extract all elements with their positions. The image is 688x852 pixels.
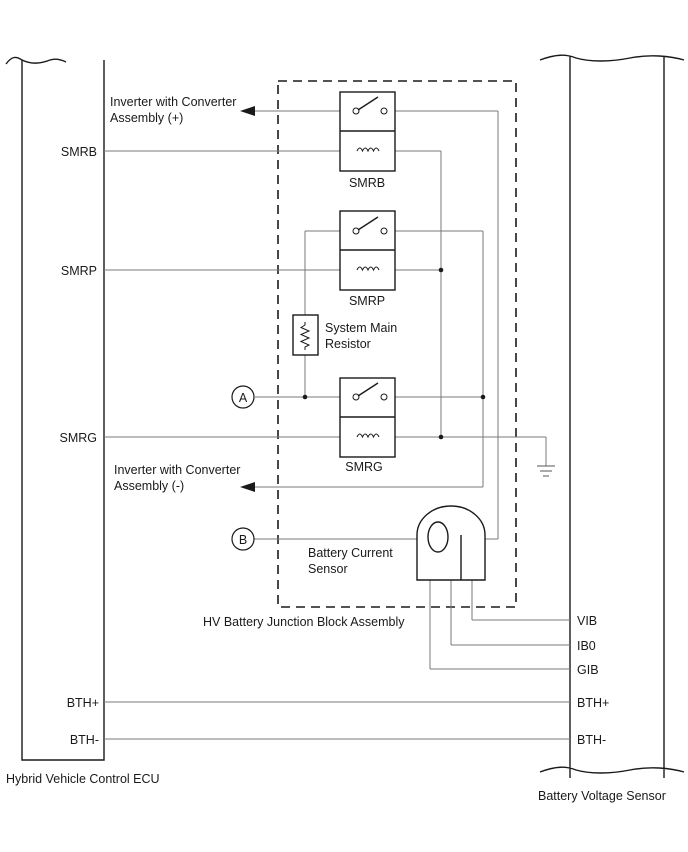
ecu-pin-bth-plus: BTH+ — [67, 696, 99, 710]
current-sensor-label-line2: Sensor — [308, 562, 348, 576]
sensor-title: Battery Voltage Sensor — [538, 789, 666, 803]
junction-block-title: HV Battery Junction Block Assembly — [203, 615, 405, 629]
ecu-pin-bth-minus: BTH- — [70, 733, 99, 747]
connector-b-label: B — [239, 533, 247, 547]
inverter-minus-label-line2: Assembly (-) — [114, 479, 184, 493]
connector-a-label: A — [239, 391, 248, 405]
sensor-pin-ib0: IB0 — [577, 639, 596, 653]
ecu-pin-smrp: SMRP — [61, 264, 97, 278]
inverter-plus-label-line1: Inverter with Converter — [110, 95, 236, 109]
ecu-outline — [5, 56, 105, 761]
inverter-minus-arrow — [240, 482, 255, 492]
relay-smrg-label: SMRG — [345, 460, 383, 474]
sensor-pin-bth-plus: BTH+ — [577, 696, 609, 710]
junction-dots — [302, 267, 486, 440]
resistor-label-line2: Resistor — [325, 337, 371, 351]
connector-b — [231, 527, 255, 551]
current-sensor-label-line1: Battery Current — [308, 546, 393, 560]
ecu-title: Hybrid Vehicle Control ECU — [6, 772, 160, 786]
relay-smrb-label: SMRB — [349, 176, 385, 190]
sensor-pin-bth-minus: BTH- — [577, 733, 606, 747]
sensor-outline — [539, 54, 685, 778]
resistor-label-line1: System Main — [325, 321, 397, 335]
system-main-resistor — [292, 314, 319, 356]
relay-smrp — [339, 210, 396, 291]
ecu-pin-smrb: SMRB — [61, 145, 97, 159]
ground-icon — [537, 465, 555, 477]
sensor-pin-vib: VIB — [577, 614, 597, 628]
inverter-plus-label-line2: Assembly (+) — [110, 111, 183, 125]
wires — [104, 110, 570, 740]
ecu-pin-smrg: SMRG — [60, 431, 98, 445]
inverter-plus-arrow — [240, 106, 255, 116]
relay-smrb — [339, 91, 396, 172]
battery-current-sensor — [416, 505, 486, 581]
junction-block-boundary — [277, 80, 517, 608]
relay-smrg — [339, 377, 396, 458]
relay-smrp-label: SMRP — [349, 294, 385, 308]
inverter-minus-label-line1: Inverter with Converter — [114, 463, 240, 477]
sensor-pin-gib: GIB — [577, 663, 599, 677]
